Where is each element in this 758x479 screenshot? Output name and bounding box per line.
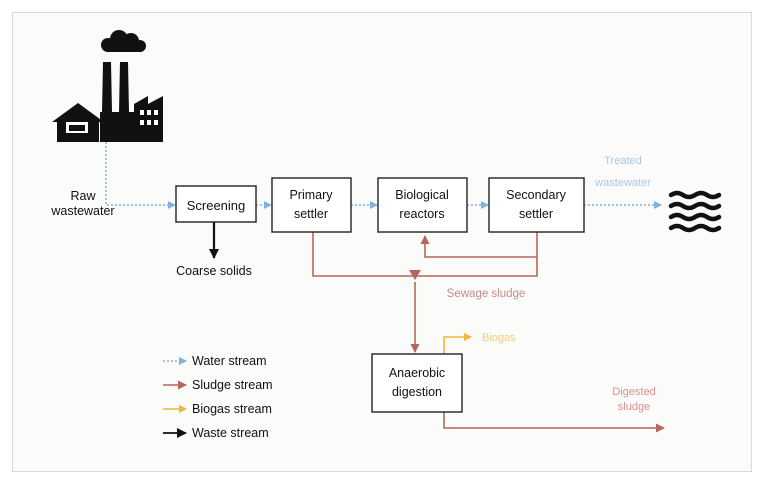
digested-sludge-label-1: Digested (612, 386, 655, 398)
primary-settler-box: Primary settler (271, 177, 352, 233)
legend-item-water: Water stream (163, 354, 267, 368)
secondary-settler-box: Secondary settler (488, 177, 585, 233)
secondary-settler-label-2: settler (519, 207, 553, 221)
water-stream-lines (105, 142, 662, 209)
biological-reactors-label-1: Biological (395, 188, 449, 202)
biological-reactors-label-2: reactors (399, 207, 444, 221)
legend: Water stream Sludge stream Biogas stream… (163, 354, 273, 440)
legend-item-waste: Waste stream (163, 426, 269, 440)
legend-label-biogas: Biogas stream (192, 402, 272, 416)
raw-wastewater-label-2: wastewater (50, 204, 114, 218)
coarse-solids-label: Coarse solids (176, 264, 252, 278)
secondary-settler-label-1: Secondary (506, 188, 567, 202)
sewage-sludge-label: Sewage sludge (447, 288, 526, 300)
anaerobic-digestion-label-2: digestion (392, 385, 442, 399)
sludge-junction-arrow (409, 270, 421, 280)
raw-wastewater-label-1: Raw (70, 189, 96, 203)
factory-windows (140, 110, 158, 125)
primary-settler-label-1: Primary (289, 188, 333, 202)
factory-icon (100, 30, 163, 142)
biogas-stream-arrow (443, 333, 472, 354)
digested-sludge-label-2: sludge (618, 401, 650, 413)
biogas-label: Biogas (482, 332, 516, 344)
sludge-stream-lines (312, 232, 665, 433)
anaerobic-digestion-label-1: Anaerobic (389, 366, 445, 380)
primary-settler-label-2: settler (294, 207, 328, 221)
screening-box: Screening (175, 185, 257, 223)
treated-wastewater-label-1: Treated (604, 155, 642, 167)
screening-label: Screening (187, 198, 246, 213)
anaerobic-digestion-box: Anaerobic digestion (371, 353, 463, 413)
legend-label-water: Water stream (192, 354, 267, 368)
legend-label-waste: Waste stream (192, 426, 269, 440)
biological-reactors-box: Biological reactors (377, 177, 468, 233)
water-waves-icon (668, 190, 722, 233)
house-icon (52, 103, 104, 142)
legend-label-sludge: Sludge stream (192, 378, 273, 392)
treated-wastewater-label-2: wastewater (594, 177, 651, 189)
legend-item-sludge: Sludge stream (163, 378, 273, 392)
legend-item-biogas: Biogas stream (163, 402, 272, 416)
